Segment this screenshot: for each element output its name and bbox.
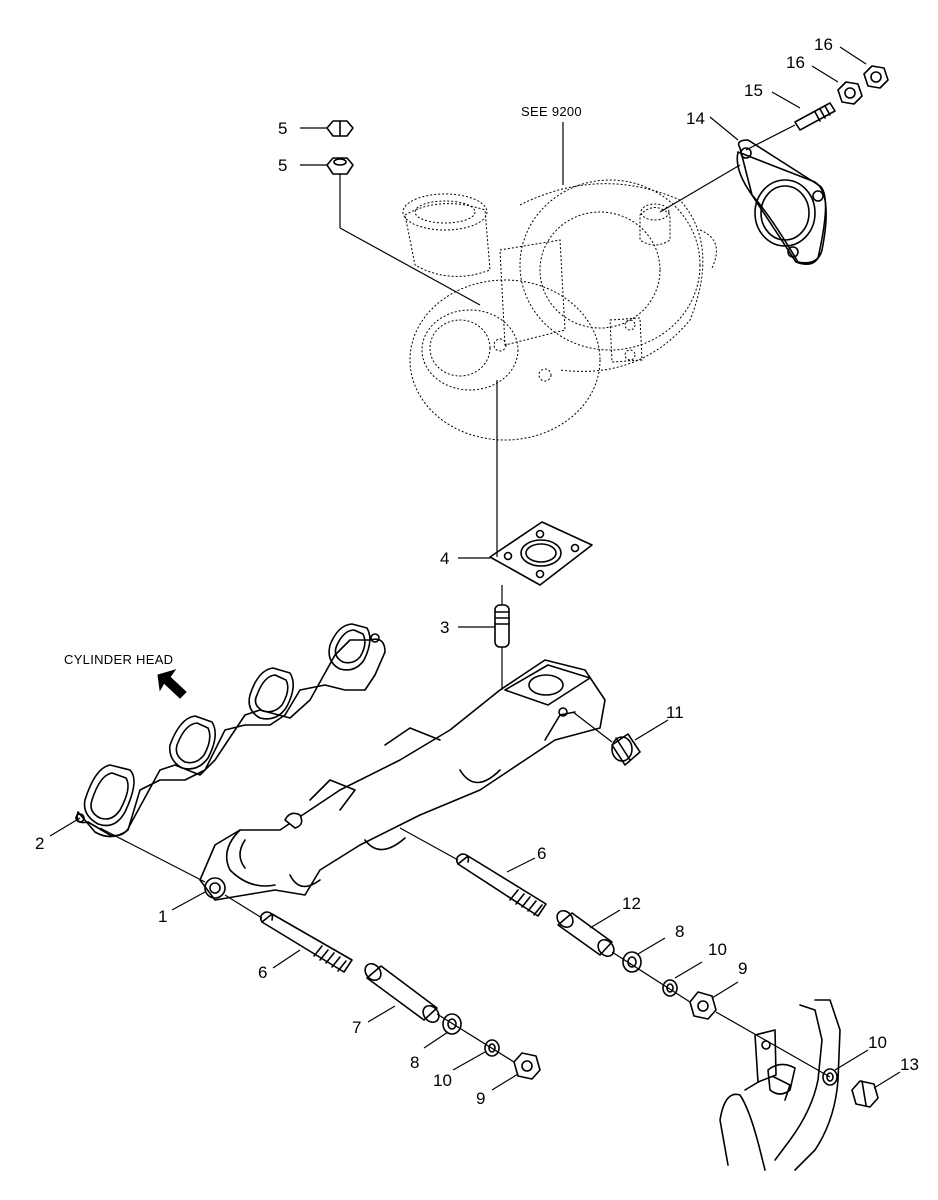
- spacer-left: [364, 962, 440, 1024]
- turbo-nut-5b: [326, 157, 354, 175]
- turbo-outlet-gasket: [736, 139, 827, 266]
- callout-11: 11: [666, 703, 684, 722]
- spacer-right: [556, 909, 615, 958]
- callout-5b: 5: [278, 156, 287, 175]
- manifold-stud: [494, 604, 510, 648]
- callout-10a: 10: [708, 940, 727, 959]
- callout-5a: 5: [278, 119, 287, 138]
- turbo-nut-a: [837, 81, 863, 105]
- callout-15: 15: [744, 81, 763, 100]
- turbo-nut-5a: [326, 120, 354, 137]
- see-reference-note: SEE 9200: [521, 104, 582, 119]
- cylinder-head-note: CYLINDER HEAD: [64, 652, 173, 667]
- callout-14: 14: [686, 109, 705, 128]
- callout-10c: 10: [868, 1033, 887, 1052]
- exhaust-manifold: [199, 659, 606, 901]
- flange-nut-left: [513, 1052, 541, 1080]
- leader-lines: [49, 46, 901, 1091]
- turbocharger-ghost: [402, 179, 717, 441]
- manifold-plug: [611, 733, 641, 766]
- pipe-bracket: [719, 999, 841, 1171]
- callout-9a: 9: [738, 959, 747, 978]
- callout-7: 7: [352, 1018, 361, 1037]
- callout-2: 2: [35, 834, 44, 853]
- callout-16a: 16: [786, 53, 805, 72]
- turbo-nut-b: [863, 65, 889, 89]
- callout-10b: 10: [433, 1071, 452, 1090]
- manifold-turbo-gasket: [489, 521, 593, 586]
- callout-12: 12: [622, 894, 641, 913]
- callout-8a: 8: [675, 922, 684, 941]
- long-stud-left: [259, 911, 353, 973]
- cylinder-head-arrow: [157, 669, 187, 699]
- callout-6b: 6: [258, 963, 267, 982]
- callout-3: 3: [440, 618, 449, 637]
- callout-9b: 9: [476, 1089, 485, 1108]
- bracket-nut: [851, 1080, 879, 1108]
- callout-4: 4: [440, 549, 449, 568]
- callout-16b: 16: [814, 35, 833, 54]
- washer-10-right: [662, 979, 678, 997]
- callout-6a: 6: [537, 844, 546, 863]
- callout-8b: 8: [410, 1053, 419, 1072]
- manifold-gasket: [75, 623, 386, 838]
- flange-nut-right: [689, 991, 717, 1020]
- turbo-stud: [794, 102, 836, 131]
- callout-1: 1: [158, 907, 167, 926]
- long-stud-right: [455, 853, 547, 917]
- callout-13: 13: [900, 1055, 919, 1074]
